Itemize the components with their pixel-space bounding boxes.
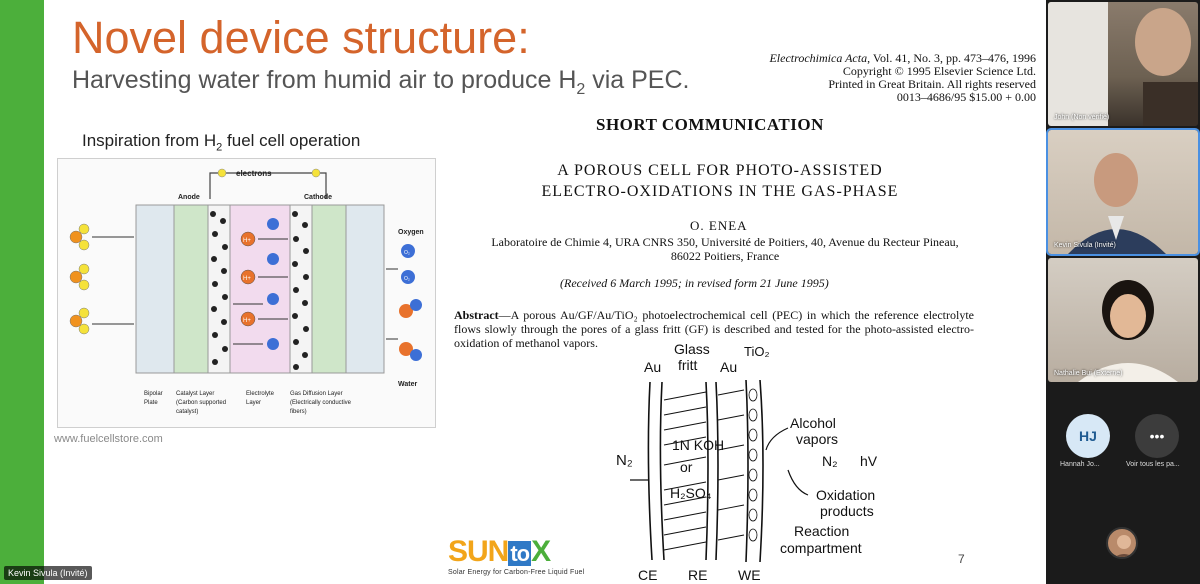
paper-received: (Received 6 March 1995; in revised form … [560,276,829,290]
svg-text:O₂: O₂ [404,250,410,256]
svg-text:(Electrically conductive: (Electrically conductive [290,400,352,406]
svg-text:Alcohol: Alcohol [790,415,836,431]
participant-avatar-hj[interactable]: HJ [1066,414,1110,458]
presentation-slide: Novel device structure: Harvesting water… [0,0,1046,584]
svg-text:H+: H+ [243,238,251,244]
svg-text:H+: H+ [243,318,251,324]
svg-text:catalyst): catalyst) [176,409,198,415]
svg-text:O₂: O₂ [404,276,410,282]
svg-text:Glass: Glass [674,341,710,357]
suntox-logo: SUNtoX Solar Energy for Carbon-Free Liqu… [448,535,585,577]
electrons-label: electrons [236,169,272,178]
porous-cell-sketch: Glass fritt Au Au TiO₂ 1N KOH or H₂SO₄ N… [610,340,890,584]
svg-text:or: or [680,459,693,475]
svg-text:(Carbon supported: (Carbon supported [176,400,226,406]
more-participants-button[interactable]: ••• [1135,414,1179,458]
svg-text:N₂: N₂ [616,452,633,469]
svg-text:Electrolyte: Electrolyte [246,391,275,397]
svg-text:Catalyst Layer: Catalyst Layer [176,391,214,397]
svg-text:Reaction: Reaction [794,523,849,539]
svg-text:1N KOH: 1N KOH [672,437,724,453]
slide-subtitle: Harvesting water from humid air to produ… [72,66,690,98]
svg-text:Cathode: Cathode [304,194,332,201]
svg-text:Au: Au [720,359,737,375]
svg-text:fibers): fibers) [290,409,307,415]
svg-text:Water: Water [398,381,417,388]
svg-text:Oxygen: Oxygen [398,229,424,236]
diagram-source: www.fuelcellstore.com [54,433,163,445]
more-participants-label: Voir tous les pa... [1126,461,1180,468]
svg-text:vapors: vapors [796,431,838,447]
participant-name: Hannah Jo... [1060,461,1100,468]
participant-tile-active[interactable]: Kevin Sivula (Invité) [1046,128,1200,256]
fuel-cell-svg: electrons Anode Cathode [69,168,424,415]
slide-page-number: 7 [958,552,965,566]
paper-author: O. ENEA [690,218,748,233]
participant-tile[interactable]: John (Non vérifié) [1048,2,1198,126]
shared-screen: Novel device structure: Harvesting water… [0,0,1046,584]
svg-text:compartment: compartment [780,540,862,556]
svg-text:H+: H+ [243,276,251,282]
slide-accent-bar [0,0,44,584]
svg-text:hV: hV [860,453,878,469]
participant-video [1078,280,1178,382]
participant-name: John (Non vérifié) [1054,114,1110,121]
participant-video [1048,2,1198,126]
self-view-avatar[interactable] [1106,527,1138,559]
svg-text:RE: RE [688,567,707,583]
svg-text:Plate: Plate [144,400,158,406]
participant-video [1068,153,1166,254]
participant-tile[interactable]: Nathalie Bui (Externe) [1048,258,1198,382]
svg-text:fritt: fritt [678,357,698,373]
svg-text:Anode: Anode [178,194,200,201]
participant-name: Nathalie Bui (Externe) [1054,370,1123,377]
participant-name: Kevin Sivula (Invité) [1054,242,1116,249]
svg-text:Bipolar: Bipolar [144,391,163,397]
svg-text:WE: WE [738,567,761,583]
paper-title: A POROUS CELL FOR PHOTO-ASSISTED ELECTRO… [541,162,899,200]
inspiration-heading: Inspiration from H2 fuel cell operation [82,131,361,154]
svg-text:Au: Au [644,359,661,375]
svg-text:TiO₂: TiO₂ [744,344,770,359]
svg-text:CE: CE [638,567,657,583]
svg-text:products: products [820,503,874,519]
slide-title: Novel device structure: [72,12,530,63]
paper-abstract: Abstract—A porous Au/GF/Au/TiO₂ photoele… [454,308,974,350]
fuel-cell-diagram: electrons Anode Cathode [57,158,436,428]
journal-citation: Electrochimica Acta, Vol. 41, No. 3, pp.… [769,51,1036,104]
svg-text:H₂SO₄: H₂SO₄ [670,485,712,501]
svg-text:Gas Diffusion Layer: Gas Diffusion Layer [290,391,343,397]
presenter-name-badge: Kevin Sivula (Invité) [4,566,92,580]
svg-text:Oxidation: Oxidation [816,487,875,503]
paper-section-heading: SHORT COMMUNICATION [596,115,824,134]
paper-affiliation: Laboratoire de Chimie 4, URA CNRS 350, U… [491,235,959,263]
svg-text:Layer: Layer [246,400,261,406]
svg-text:N₂: N₂ [822,453,838,469]
